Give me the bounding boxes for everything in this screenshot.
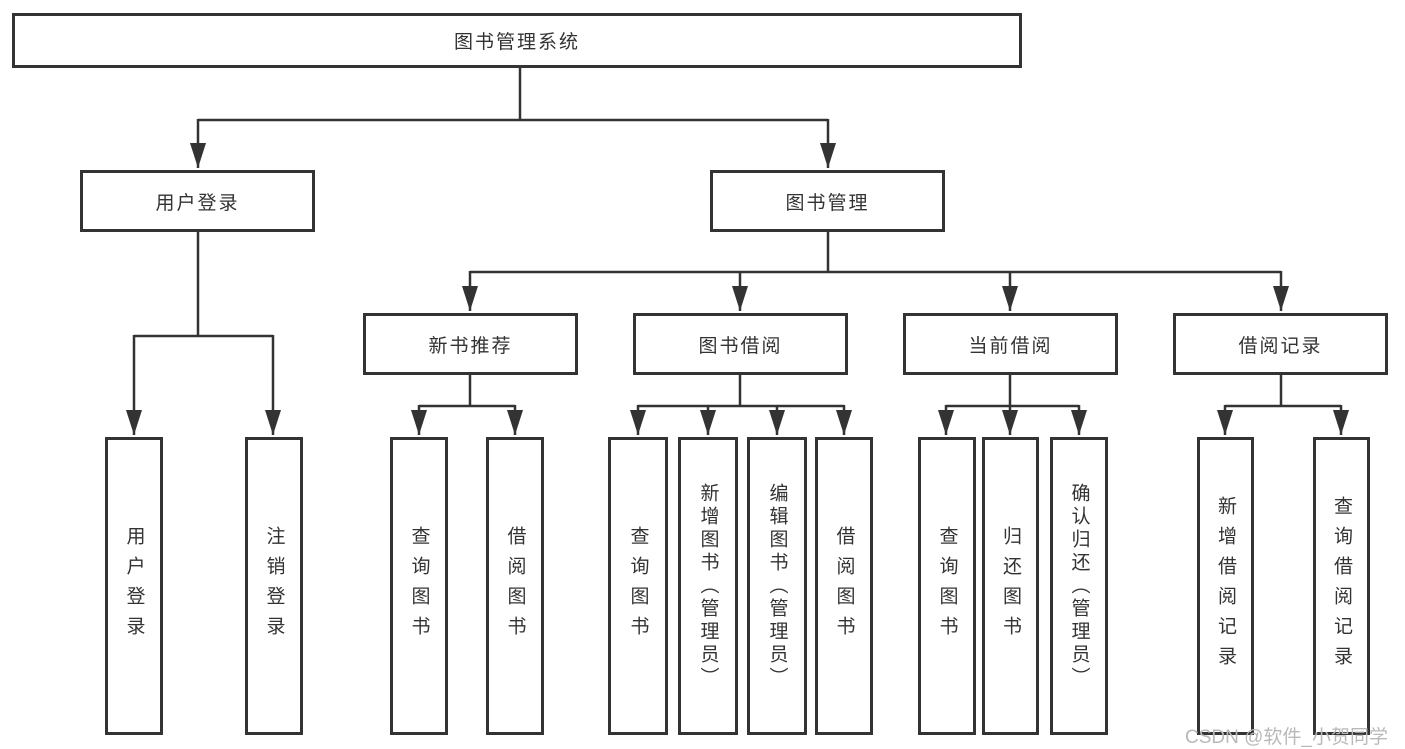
node-label: 编辑图书（管理员）: [766, 482, 788, 690]
node-label: 归还图书: [1000, 526, 1021, 646]
node-root-library-management-system: 图书管理系统: [12, 13, 1022, 68]
csdn-watermark: CSDN @软件_小贺同学: [1185, 727, 1388, 748]
leaf-user-login: 用户登录: [105, 437, 163, 735]
leaf-borrow-books: 借阅图书: [815, 437, 873, 735]
node-label: 用户登录: [155, 192, 240, 214]
node-label: 借阅记录: [1238, 335, 1323, 357]
node-new-book-recommend: 新书推荐: [363, 313, 578, 375]
connector-new-book-children: [411, 375, 523, 435]
node-label: 借阅图书: [833, 526, 855, 646]
node-label: 新书推荐: [428, 335, 513, 357]
connector-current-borrow-children: [938, 375, 1087, 435]
leaf-return-books: 归还图书: [982, 437, 1039, 735]
node-user-login: 用户登录: [80, 170, 315, 232]
connector-borrow-records-children: [1217, 375, 1349, 435]
leaf-add-borrow-record: 新增借阅记录: [1197, 437, 1254, 735]
leaf-logout-login: 注销登录: [245, 437, 303, 735]
node-label: 新增图书（管理员）: [697, 482, 719, 690]
connector-root-to-level2: [190, 68, 836, 168]
node-borrow-records: 借阅记录: [1173, 313, 1388, 375]
node-label: 新增借阅记录: [1215, 496, 1236, 676]
leaf-borrow-books-recommend: 借阅图书: [486, 437, 544, 735]
leaf-query-books-recommend: 查询图书: [390, 437, 448, 735]
connector-book-borrow-children: [630, 375, 852, 435]
node-label: 查询借阅记录: [1331, 496, 1352, 676]
leaf-query-books-borrow: 查询图书: [608, 437, 668, 735]
node-label: 查询图书: [627, 526, 649, 646]
node-current-borrow: 当前借阅: [903, 313, 1118, 375]
node-label: 图书借阅: [698, 335, 783, 357]
node-label: 用户登录: [123, 526, 145, 646]
node-label: 确认归还（管理员）: [1068, 482, 1090, 690]
node-label: 图书管理系统: [453, 32, 580, 53]
node-label: 当前借阅: [968, 335, 1053, 357]
node-label: 借阅图书: [504, 526, 526, 646]
leaf-edit-books-admin: 编辑图书（管理员）: [747, 437, 807, 735]
connector-book-management-children: [462, 232, 1289, 311]
node-book-management: 图书管理: [710, 170, 945, 232]
node-label: 查询图书: [408, 526, 430, 646]
connector-user-login-children: [126, 232, 281, 435]
leaf-query-borrow-record: 查询借阅记录: [1313, 437, 1370, 735]
leaf-add-books-admin: 新增图书（管理员）: [678, 437, 738, 735]
node-label: 图书管理: [785, 192, 870, 214]
node-book-borrow: 图书借阅: [633, 313, 848, 375]
node-label: 查询图书: [936, 526, 958, 646]
leaf-query-books-current: 查询图书: [918, 437, 976, 735]
node-label: 注销登录: [263, 526, 285, 646]
leaf-confirm-return-admin: 确认归还（管理员）: [1050, 437, 1108, 735]
